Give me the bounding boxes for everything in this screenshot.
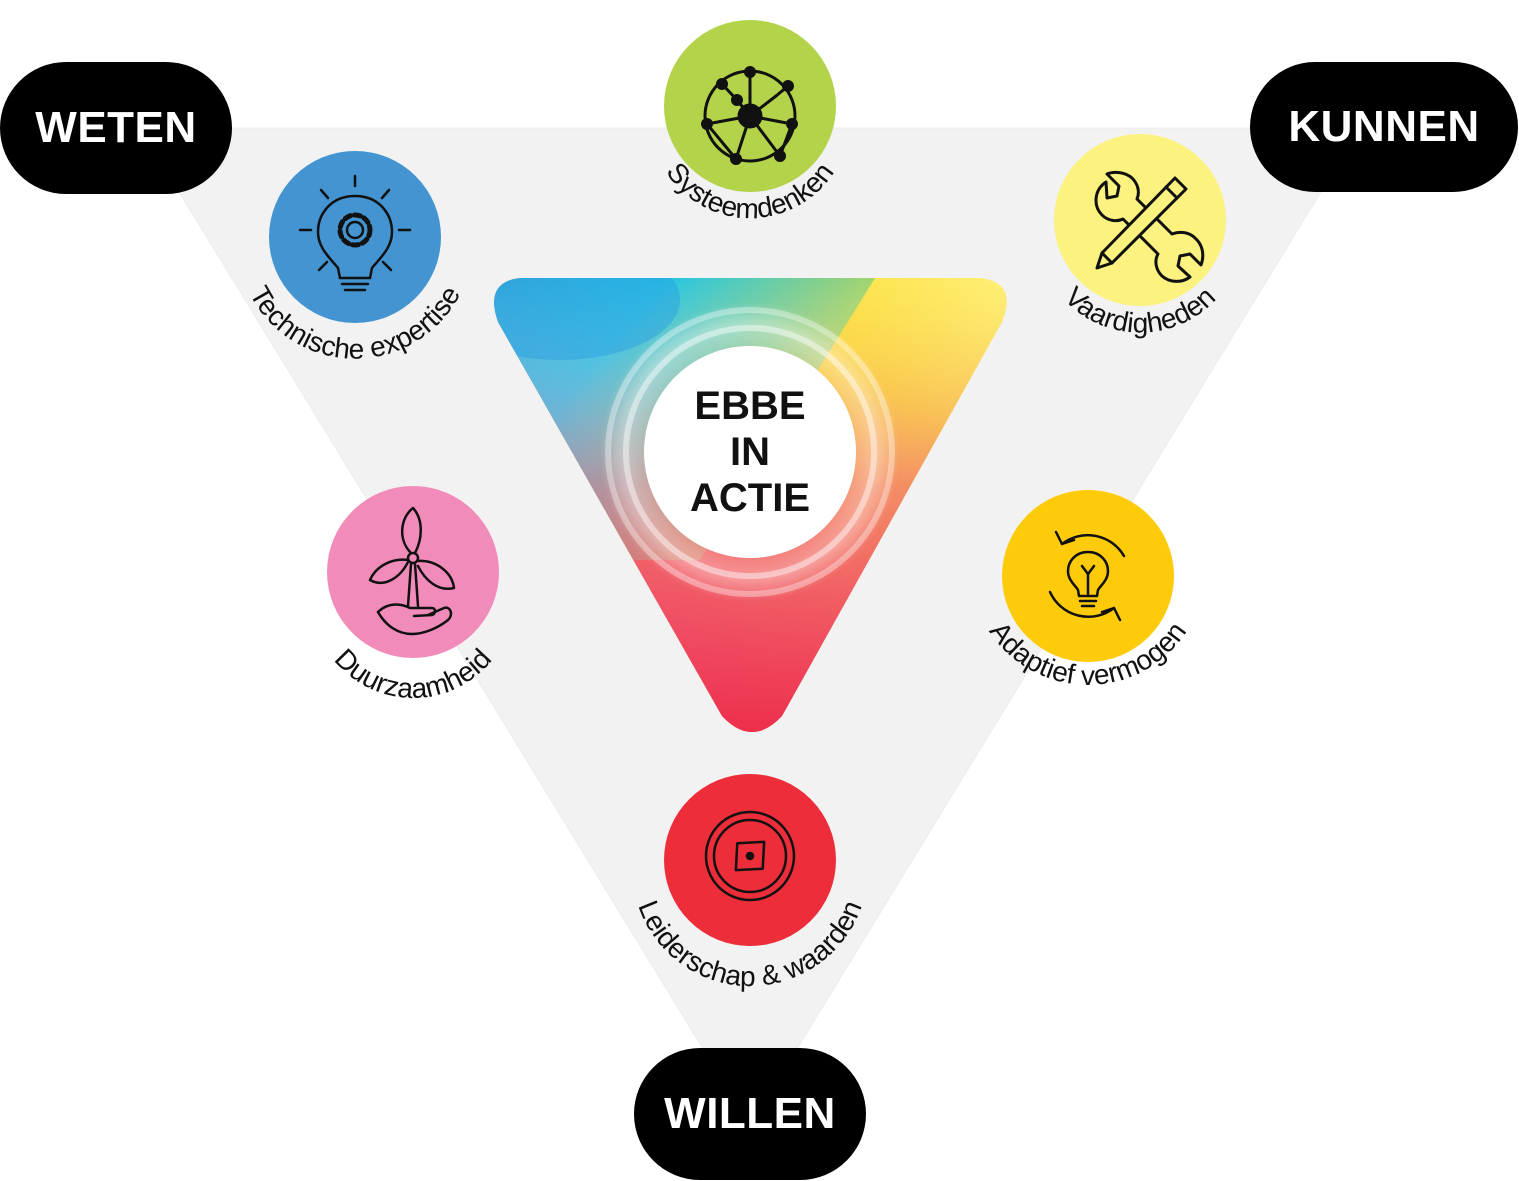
corner-label-willen: WILLEN [664, 1089, 836, 1138]
network-icon [701, 66, 798, 165]
center-disc [644, 346, 856, 558]
lightbulb-gear-icon [298, 174, 412, 292]
wind-turbine-hand-icon [368, 506, 456, 636]
center-title-line-3: ACTIE [690, 476, 810, 520]
corner-pill-weten: WETEN [0, 62, 232, 194]
wrench-pencil-icon [1094, 170, 1205, 283]
competency-technische-expertise [269, 151, 441, 323]
lightbulb-cycle-icon [1048, 530, 1126, 622]
corner-pill-willen: WILLEN [634, 1048, 866, 1180]
center-title-line-2: IN [730, 430, 770, 474]
competency-leiderschap-waarden [664, 774, 836, 946]
corner-label-kunnen: KUNNEN [1288, 102, 1480, 151]
competency-adaptief-vermogen [1002, 490, 1174, 662]
corner-pill-kunnen: KUNNEN [1250, 62, 1518, 192]
competency-systeemdenken [664, 20, 836, 192]
compass-icon [704, 810, 796, 902]
competency-duurzaamheid [327, 486, 499, 658]
center-title-line-1: EBBE [694, 384, 806, 428]
corner-label-weten: WETEN [35, 103, 197, 152]
center-title: EBBE IN ACTIE [644, 346, 856, 558]
competency-vaardigheden [1054, 134, 1226, 306]
